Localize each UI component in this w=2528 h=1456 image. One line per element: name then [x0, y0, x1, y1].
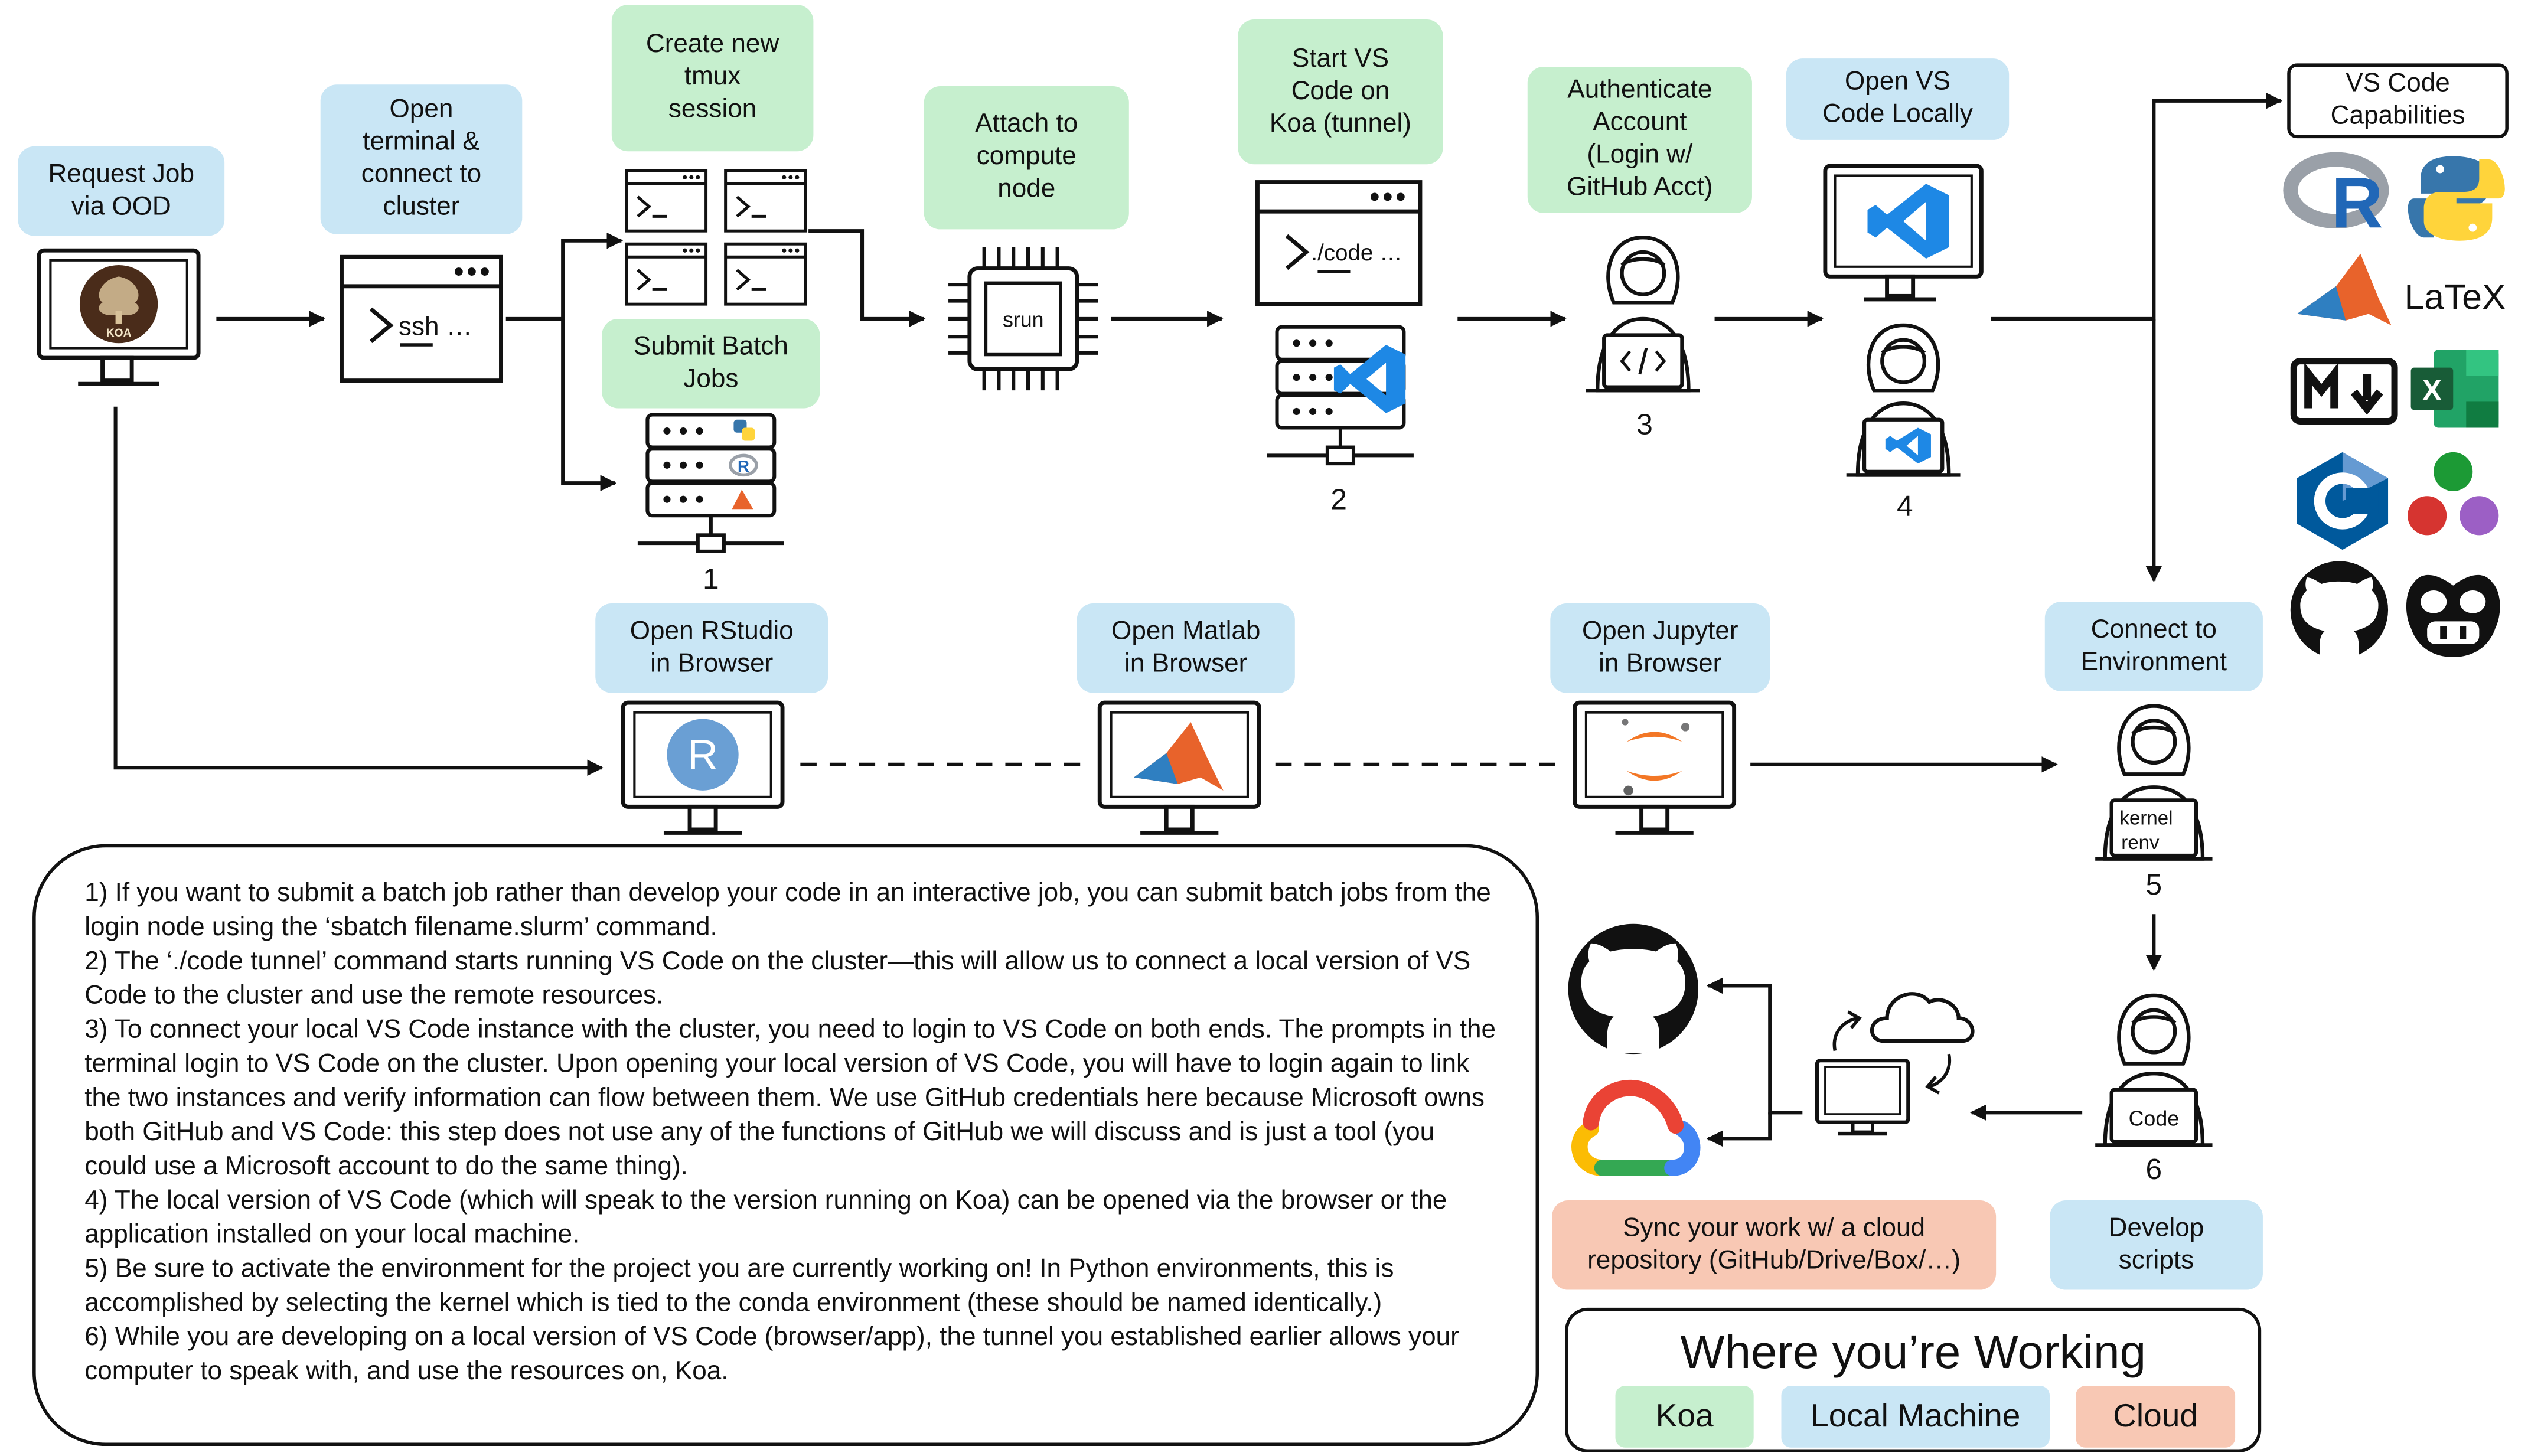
arrow-terminal-split — [505, 232, 624, 321]
label-vscode-capabilities: VS Code Capabilities — [2287, 63, 2509, 139]
legend: Where you’re Working Koa Local Machine C… — [1565, 1307, 2262, 1453]
ood-monitor-icon: KOA — [37, 248, 201, 386]
legend-koa: Koa — [1615, 1386, 1754, 1448]
cloud-icon — [1870, 992, 1975, 1043]
label-open-vscode-local: Open VS Code Locally — [1786, 58, 2010, 140]
note-2: 2) The ‘./code tunnel’ command starts ru… — [84, 948, 1471, 1010]
python-small-icon — [733, 419, 755, 441]
step-number-2: 2 — [1330, 483, 1347, 516]
arrow-ood-to-rstudio — [113, 406, 604, 776]
note-3: 3) To connect your local VS Code instanc… — [84, 1016, 1496, 1181]
label-open-rstudio: Open RStudio in Browser — [595, 603, 828, 693]
notes-box: 1) If you want to submit a batch job rat… — [32, 844, 1539, 1447]
arrow-local-to-capabilities — [1991, 93, 2282, 321]
label-attach-node: Attach to compute node — [924, 86, 1129, 230]
step-number-5: 5 — [2145, 869, 2162, 902]
github-sync-icon — [1568, 923, 1699, 1055]
markdown-icon — [2290, 358, 2398, 425]
github-icon — [2290, 561, 2389, 660]
note-5: 5) Be sure to activate the environment f… — [84, 1255, 1394, 1318]
label-sync-work: Sync your work w/ a cloud repository (Gi… — [1552, 1200, 1997, 1290]
arrow-sync-to-github — [1706, 977, 1803, 1115]
user-coding-icon — [2095, 993, 2213, 1147]
code-command-text: ./code … — [1311, 240, 1402, 266]
sync-arrows-icon — [1832, 1010, 1952, 1095]
code-laptop-text: Code — [2129, 1106, 2180, 1130]
ssh-terminal-icon: ssh … — [340, 254, 503, 383]
code-tunnel-terminal-icon: ./code … — [1255, 180, 1423, 306]
vscode-logo-icon — [1333, 345, 1406, 413]
label-open-jupyter: Open Jupyter in Browser — [1550, 603, 1770, 693]
r-icon: R — [2283, 152, 2389, 243]
label-authenticate: Authenticate Account (Login w/ GitHub Ac… — [1527, 66, 1752, 213]
legend-local-machine: Local Machine — [1781, 1386, 2050, 1448]
label-request-job: Request Job via OOD — [18, 146, 225, 236]
note-4: 4) The local version of VS Code (which w… — [84, 1187, 1447, 1249]
sync-computer-icon — [1815, 1058, 1910, 1136]
copilot-icon — [2406, 574, 2500, 657]
compute-node-chip-icon: srun — [948, 247, 1098, 391]
vscode-local-monitor-icon — [1823, 164, 1984, 302]
excel-icon: X — [2410, 350, 2499, 428]
matlab-monitor-icon — [1097, 700, 1261, 835]
srun-text: srun — [1003, 308, 1044, 332]
r-small-icon: R — [729, 453, 758, 477]
rstudio-monitor-icon: R — [621, 700, 785, 835]
label-connect-env: Connect to Environment — [2044, 602, 2263, 691]
renv-text: renv — [2121, 832, 2160, 854]
note-6: 6) While you are developing on a local v… — [84, 1324, 1459, 1386]
label-develop-scripts: Develop scripts — [2050, 1200, 2263, 1290]
label-open-terminal: Open terminal & connect to cluster — [320, 84, 523, 234]
user-vscode-icon — [1846, 323, 1961, 477]
user-environment-icon — [2095, 704, 2213, 861]
step-number-6: 6 — [2145, 1153, 2162, 1186]
svg-text:R: R — [687, 732, 718, 779]
google-cloud-icon — [1571, 1080, 1701, 1176]
connectors — [113, 93, 2282, 1147]
step-number-4: 4 — [1897, 489, 1913, 523]
r-logo-icon — [667, 719, 739, 791]
python-icon — [2408, 156, 2505, 241]
c-icon — [2297, 452, 2389, 550]
svg-text:R: R — [2331, 163, 2383, 243]
koa-logo-text: KOA — [106, 327, 132, 339]
batch-server-icon: R — [637, 413, 784, 553]
arrow-tmux-to-node — [808, 229, 926, 327]
user-auth-icon — [1586, 236, 1700, 393]
svg-text:X: X — [2422, 374, 2442, 407]
arrow-terminal-to-batch — [561, 318, 617, 491]
vscode-server-icon — [1267, 325, 1414, 466]
jupyter-logo-icon — [1622, 719, 1690, 796]
latex-icon: LaTeX — [2405, 276, 2506, 316]
label-create-tmux: Create new tmux session — [611, 5, 814, 152]
svg-text:R: R — [738, 457, 749, 475]
legend-title: Where you’re Working — [1680, 1327, 2147, 1380]
label-submit-batch: Submit Batch Jobs — [602, 318, 820, 409]
ssh-command-text: ssh … — [399, 312, 472, 341]
arrow-sync-to-gcloud — [1706, 1112, 1772, 1147]
matlab-small-icon — [732, 489, 753, 510]
step-number-3: 3 — [1636, 408, 1653, 441]
label-open-matlab: Open Matlab in Browser — [1077, 603, 1295, 693]
jupyter-dots-icon — [2408, 452, 2499, 536]
jupyter-monitor-icon — [1573, 700, 1737, 835]
note-1: 1) If you want to submit a batch job rat… — [84, 880, 1491, 942]
matlab-icon — [2297, 253, 2392, 325]
label-start-vscode: Start VS Code on Koa (tunnel) — [1238, 19, 1443, 165]
step-number-1: 1 — [703, 563, 719, 596]
kernel-text: kernel — [2120, 808, 2173, 830]
tmux-sessions-icon — [625, 169, 807, 306]
legend-cloud: Cloud — [2076, 1386, 2236, 1448]
